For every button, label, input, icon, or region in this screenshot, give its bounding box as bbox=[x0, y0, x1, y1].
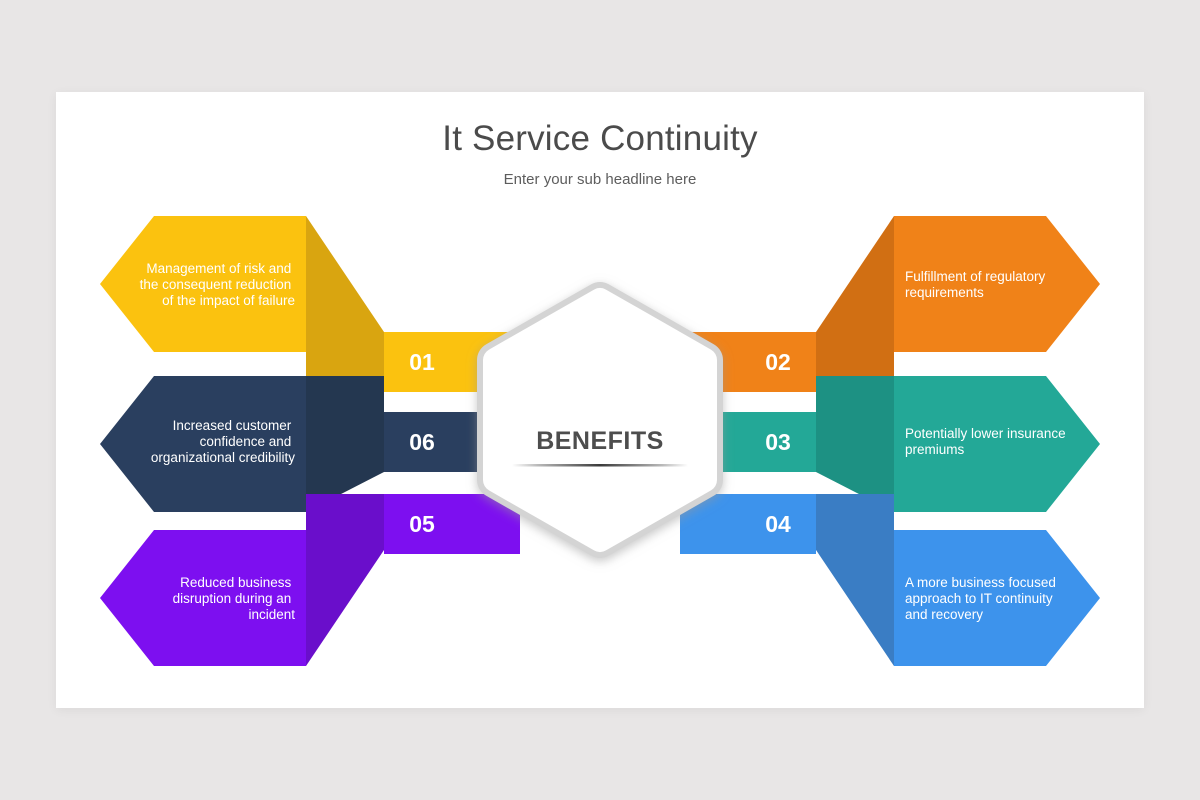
slide-header: It Service Continuity Enter your sub hea… bbox=[56, 92, 1144, 188]
benefit-01-number: 01 bbox=[409, 349, 435, 375]
benefit-item-03[interactable]: Potentially lower insurance premiums 03 bbox=[680, 376, 1100, 512]
page-subtitle: Enter your sub headline here bbox=[503, 171, 697, 188]
benefit-02-connector bbox=[816, 216, 894, 392]
benefit-item-06[interactable]: Increased customer confidence and organi… bbox=[100, 376, 520, 512]
benefit-01-line-3: of the impact of failure bbox=[162, 293, 295, 308]
benefit-03-connector bbox=[816, 376, 894, 512]
benefit-06-line-1: Increased customer bbox=[173, 418, 292, 433]
benefit-item-01[interactable]: Management of risk and the consequent re… bbox=[100, 216, 520, 392]
benefit-04-text: A more business focused approach to IT c… bbox=[905, 575, 1060, 622]
center-hexagon-fill bbox=[483, 288, 717, 552]
benefit-01-text: Management of risk and the consequent re… bbox=[140, 261, 295, 308]
benefit-05-number-box bbox=[384, 494, 520, 554]
benefit-02-number: 02 bbox=[765, 349, 791, 375]
benefit-05-hexagon bbox=[100, 530, 306, 666]
benefit-01-line-2: the consequent reduction bbox=[140, 277, 292, 292]
benefit-01-connector bbox=[306, 216, 384, 392]
benefit-01-hexagon bbox=[100, 216, 306, 352]
center-hexagon-label: BENEFITS bbox=[536, 427, 664, 455]
benefit-06-hexagon bbox=[100, 376, 306, 512]
benefit-03-line-1: Potentially lower insurance bbox=[905, 426, 1066, 441]
benefit-05-line-2: disruption during an bbox=[173, 591, 292, 606]
benefit-06-number: 06 bbox=[409, 429, 435, 455]
benefit-02-text: Fulfillment of regulatory requirements bbox=[905, 269, 1049, 300]
benefit-item-05[interactable]: Reduced business disruption during an in… bbox=[100, 494, 520, 666]
benefit-04-line-3: and recovery bbox=[905, 607, 983, 622]
benefit-06-connector bbox=[306, 376, 384, 512]
benefit-01-line-1: Management of risk and bbox=[146, 261, 291, 276]
benefit-04-number-box bbox=[680, 494, 816, 554]
benefit-04-line-2: approach to IT continuity bbox=[905, 591, 1053, 606]
benefit-03-text: Potentially lower insurance premiums bbox=[905, 426, 1069, 457]
benefit-03-line-2: premiums bbox=[905, 442, 965, 457]
benefit-item-02[interactable]: Fulfillment of regulatory requirements 0… bbox=[680, 216, 1100, 392]
benefit-04-line-1: A more business focused bbox=[905, 575, 1056, 590]
benefit-06-line-2: confidence and bbox=[200, 434, 292, 449]
benefit-02-hexagon bbox=[894, 216, 1100, 352]
benefit-03-hexagon bbox=[894, 376, 1100, 512]
benefit-02-line-2: requirements bbox=[905, 285, 984, 300]
benefit-03-number: 03 bbox=[765, 429, 791, 455]
benefit-02-line-1: Fulfillment of regulatory bbox=[905, 269, 1046, 284]
benefit-06-line-3: organizational credibility bbox=[151, 450, 295, 465]
center-underline bbox=[512, 464, 688, 467]
benefit-05-text: Reduced business disruption during an in… bbox=[173, 575, 296, 622]
benefit-04-hexagon bbox=[894, 530, 1100, 666]
benefit-05-connector bbox=[306, 494, 384, 666]
center-benefits-hexagon[interactable]: BENEFITS bbox=[477, 282, 723, 558]
benefit-04-number: 04 bbox=[765, 511, 791, 537]
benefit-item-04[interactable]: A more business focused approach to IT c… bbox=[680, 494, 1100, 666]
benefit-04-connector bbox=[816, 494, 894, 666]
page-title: It Service Continuity bbox=[442, 119, 758, 158]
benefit-05-line-3: incident bbox=[248, 607, 295, 622]
benefit-05-line-1: Reduced business bbox=[180, 575, 291, 590]
benefit-06-text: Increased customer confidence and organi… bbox=[151, 418, 295, 465]
benefit-05-number: 05 bbox=[409, 511, 435, 537]
